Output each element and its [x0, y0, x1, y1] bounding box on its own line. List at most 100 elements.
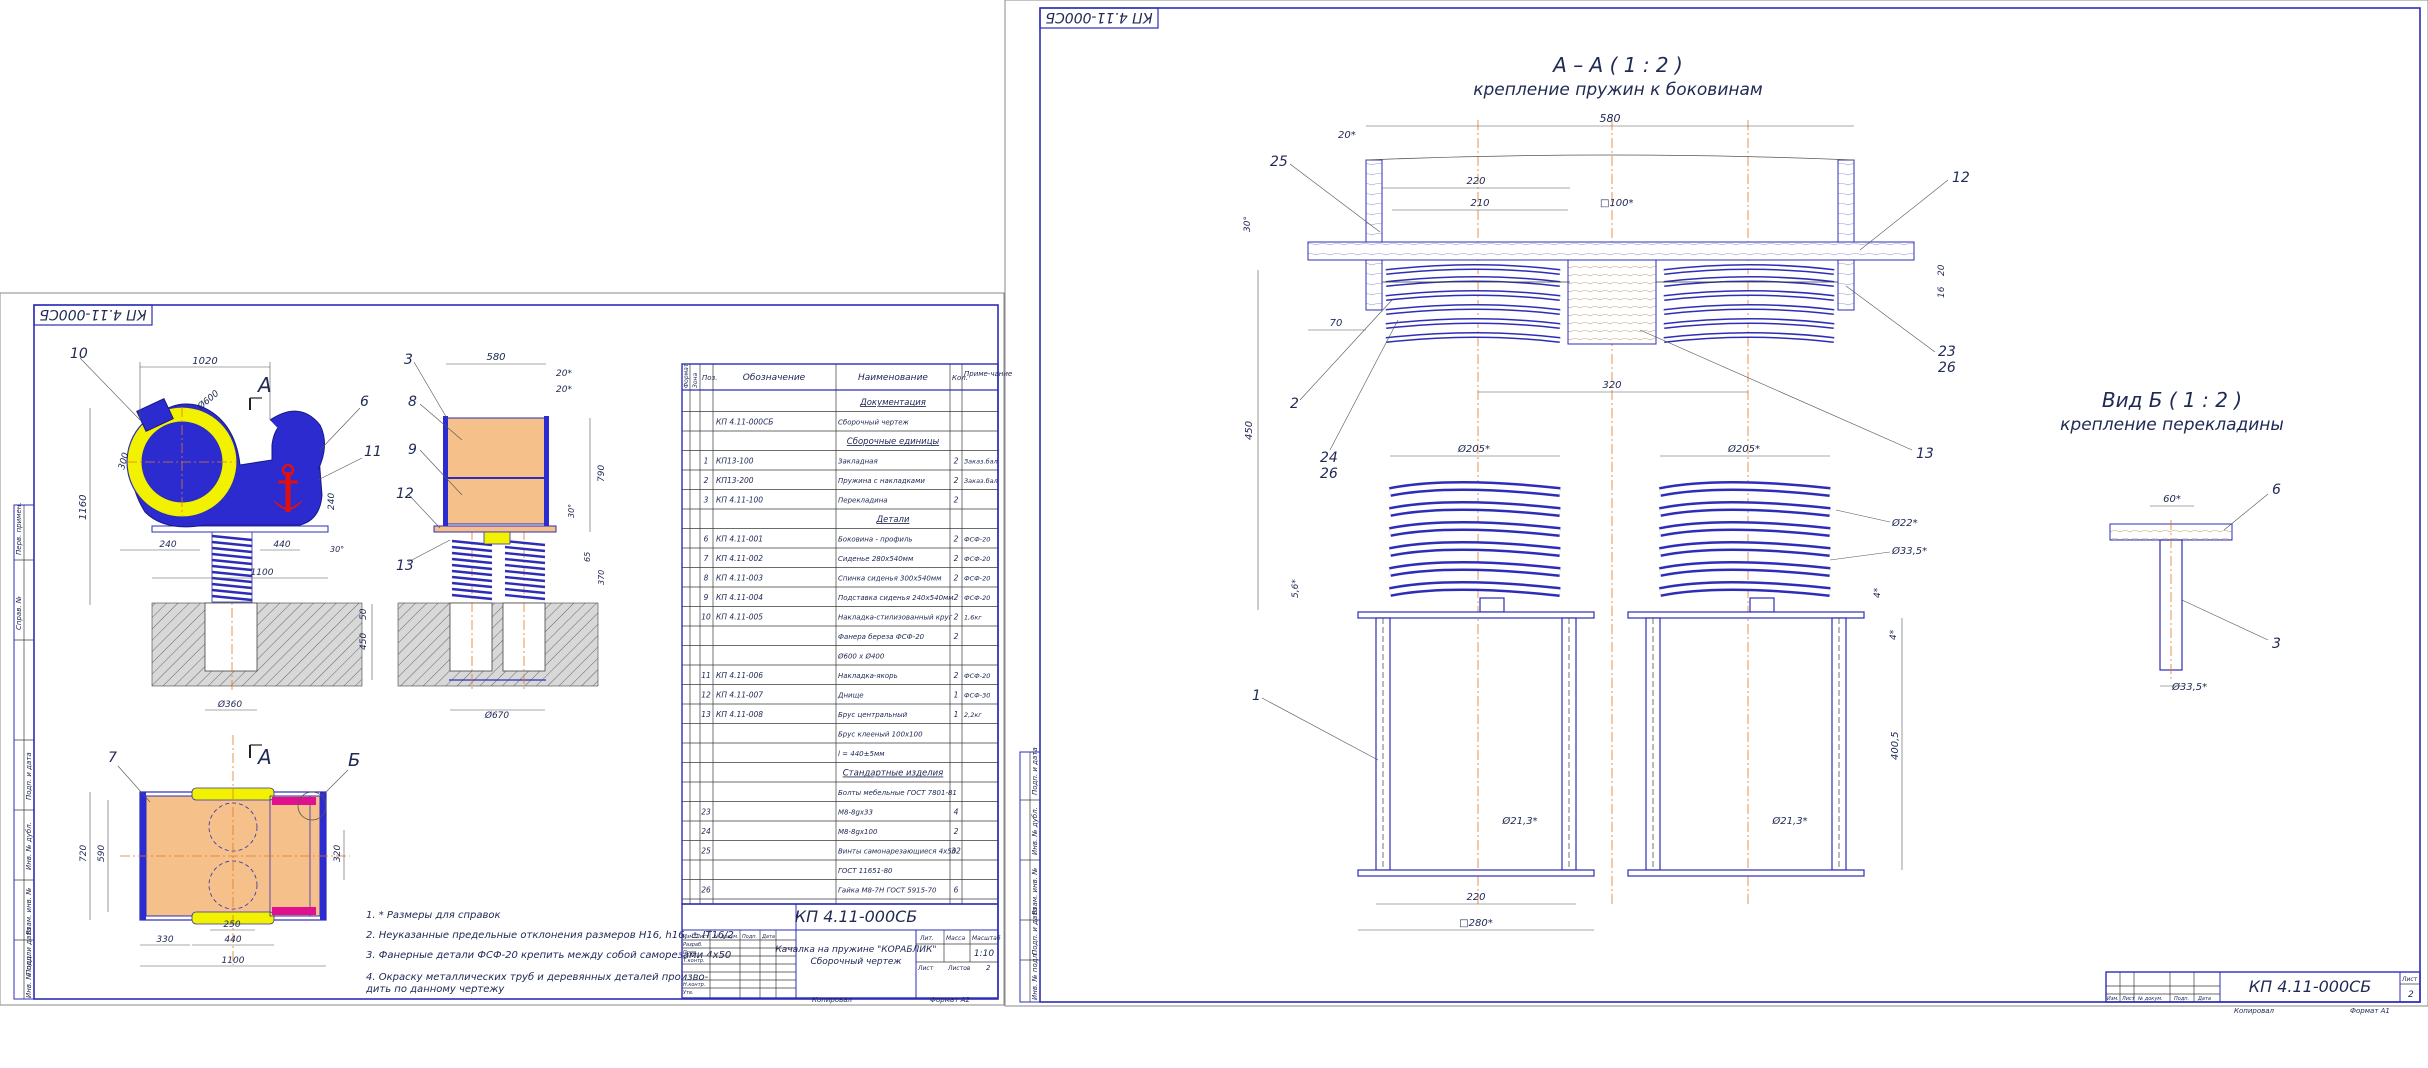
- technical-notes: 1. * Размеры для справок 2. Неуказанные …: [365, 910, 734, 995]
- spec-cell-qty: 1: [954, 710, 959, 719]
- svg-text:Лит.: Лит.: [919, 935, 934, 942]
- svg-text:Подп. и дата: Подп. и дата: [25, 927, 33, 975]
- svg-text:20*: 20*: [556, 385, 572, 395]
- svg-text:20: 20: [1937, 264, 1947, 276]
- front-view: 1020 Ø600 300 1160 240 30° 240 440 1100 …: [70, 346, 382, 711]
- svg-text:7: 7: [108, 750, 117, 766]
- spec-cell-name: Днище: [837, 692, 864, 700]
- svg-text:1:10: 1:10: [974, 949, 994, 959]
- svg-text:450: 450: [1244, 421, 1255, 440]
- spec-cell-name: Сборочные единицы: [847, 437, 940, 447]
- svg-text:Инв. № подл.: Инв. № подл.: [25, 950, 33, 998]
- svg-text:Т.контр.: Т.контр.: [683, 958, 705, 964]
- spring-front: [211, 531, 253, 603]
- svg-text:580: 580: [486, 352, 505, 363]
- svg-text:240: 240: [327, 493, 337, 510]
- spec-cell-name: Гайка М8-7Н ГОСТ 5915-70: [838, 887, 937, 895]
- svg-text:Наименование: Наименование: [858, 373, 928, 383]
- svg-text:20*: 20*: [556, 369, 572, 379]
- spec-cell-qty: 32: [951, 847, 961, 856]
- svg-text:Ø670: Ø670: [484, 710, 510, 721]
- spec-cell-des: КП 4.11-002: [716, 554, 763, 563]
- svg-text:Формат: Формат: [683, 363, 690, 388]
- svg-text:Масса: Масса: [946, 935, 965, 942]
- svg-text:2. Неуказанные предельные откл: 2. Неуказанные предельные отклонения раз…: [366, 930, 734, 941]
- svg-text:Лист: Лист: [917, 965, 934, 972]
- spring-right: [1659, 481, 1831, 613]
- spec-cell-pos: 11: [701, 671, 711, 680]
- section-title: А – А ( 1 : 2 ): [1551, 53, 1683, 77]
- spec-cell-note: ФСФ-20: [964, 594, 990, 602]
- spec-cell-qty: 2: [954, 827, 959, 836]
- spec-cell-qty: 1: [954, 691, 959, 700]
- title-block-sheet-1: КП 4.11-000СБ Качалка на пружине "КОРАБЛ…: [681, 903, 1001, 1004]
- spec-cell-pos: 2: [704, 476, 709, 485]
- spec-cell-name: Накладка-стилизованный круг: [838, 614, 953, 622]
- spec-cell-des: КП 4.11-005: [716, 613, 763, 622]
- view-subtitle: крепление перекладины: [2060, 415, 2284, 435]
- svg-text:440: 440: [273, 540, 290, 550]
- spec-cell-qty: 2: [954, 476, 959, 485]
- svg-text:370: 370: [597, 570, 606, 585]
- spec-cell-des: КП13-100: [716, 457, 754, 466]
- spec-cell-pos: 25: [701, 847, 711, 856]
- svg-text:Дата: Дата: [2197, 996, 2211, 1002]
- svg-text:320: 320: [333, 845, 343, 862]
- svg-text:30°: 30°: [567, 504, 576, 518]
- svg-text:Инв. № подл.: Инв. № подл.: [1031, 952, 1039, 1000]
- svg-text:240: 240: [159, 540, 176, 550]
- svg-text:210: 210: [1470, 198, 1489, 209]
- svg-text:5,6*: 5,6*: [1291, 579, 1301, 598]
- svg-text:Листов: Листов: [947, 965, 971, 972]
- svg-text:Подп.: Подп.: [742, 934, 757, 940]
- svg-text:8: 8: [408, 394, 417, 410]
- spec-cell-pos: 3: [704, 496, 709, 505]
- section-marker-a-top: А: [256, 373, 272, 397]
- side-view: 580 20* 20* 790 30° 65 370 Ø670 3 8 9 12…: [396, 352, 607, 721]
- svg-text:20*: 20*: [1338, 130, 1356, 141]
- specification-table: Формат Зона Поз. Обозначение Наименовани…: [681, 363, 1012, 905]
- svg-text:Ø205*: Ø205*: [1457, 443, 1490, 455]
- svg-text:4*: 4*: [1889, 629, 1899, 640]
- spec-cell-pos: 26: [701, 886, 711, 895]
- svg-text:Копировал: Копировал: [2234, 1007, 2275, 1015]
- spec-cell-qty: 2: [954, 554, 959, 563]
- svg-text:25: 25: [1270, 154, 1288, 170]
- section-marker-a-bottom: А: [256, 745, 272, 769]
- spring-side-right: [504, 539, 546, 601]
- svg-text:10: 10: [70, 346, 88, 362]
- svg-text:300: 300: [117, 451, 131, 470]
- spec-cell-pos: 23: [701, 808, 711, 817]
- title-code-sheet-2: КП 4.11-000СБ: [2249, 977, 2372, 996]
- svg-text:Копировал: Копировал: [812, 996, 853, 1004]
- spec-cell-name: Боковина - профиль: [838, 536, 913, 544]
- svg-text:720: 720: [79, 845, 89, 862]
- spec-cell-name: Сборочный чертеж: [838, 419, 909, 427]
- svg-text:1: 1: [1252, 688, 1261, 704]
- spec-cell-qty: 2: [954, 457, 959, 466]
- spec-cell-name: Брус центральный: [838, 711, 908, 719]
- view-b: 60* 6 3 Ø33,5*: [2109, 482, 2281, 693]
- spec-cell-name: М8-8gх33: [838, 809, 873, 817]
- svg-text:50: 50: [359, 608, 369, 620]
- title-block-sheet-2: КП 4.11-000СБ Лист 2 Изм. Лист № докум. …: [2105, 971, 2421, 1015]
- svg-text:26: 26: [1320, 466, 1338, 482]
- svg-text:Изм.: Изм.: [2107, 996, 2119, 1002]
- spec-cell-name: Ø600 х Ø400: [837, 653, 885, 661]
- spec-cell-name: Перекладина: [838, 497, 888, 505]
- svg-text:Подп.: Подп.: [2174, 996, 2189, 1002]
- svg-text:Ø600: Ø600: [195, 388, 222, 413]
- svg-text:Лист: Лист: [695, 934, 710, 940]
- svg-text:Инв. № дубл.: Инв. № дубл.: [25, 822, 33, 870]
- spec-cell-note: ФСФ-20: [964, 536, 990, 544]
- svg-text:440: 440: [224, 935, 241, 945]
- spec-cell-des: КП13-200: [716, 476, 754, 485]
- spec-cell-name: Стандартные изделия: [843, 769, 944, 779]
- svg-text:Ø22*: Ø22*: [1891, 517, 1918, 529]
- svg-text:3: 3: [2272, 636, 2281, 652]
- svg-text:Лист: Лист: [2401, 976, 2418, 983]
- svg-text:3: 3: [404, 352, 413, 368]
- svg-text:30°: 30°: [330, 545, 344, 554]
- view-title: Вид Б ( 1 : 2 ): [2102, 388, 2242, 412]
- spec-cell-qty: 2: [954, 496, 959, 505]
